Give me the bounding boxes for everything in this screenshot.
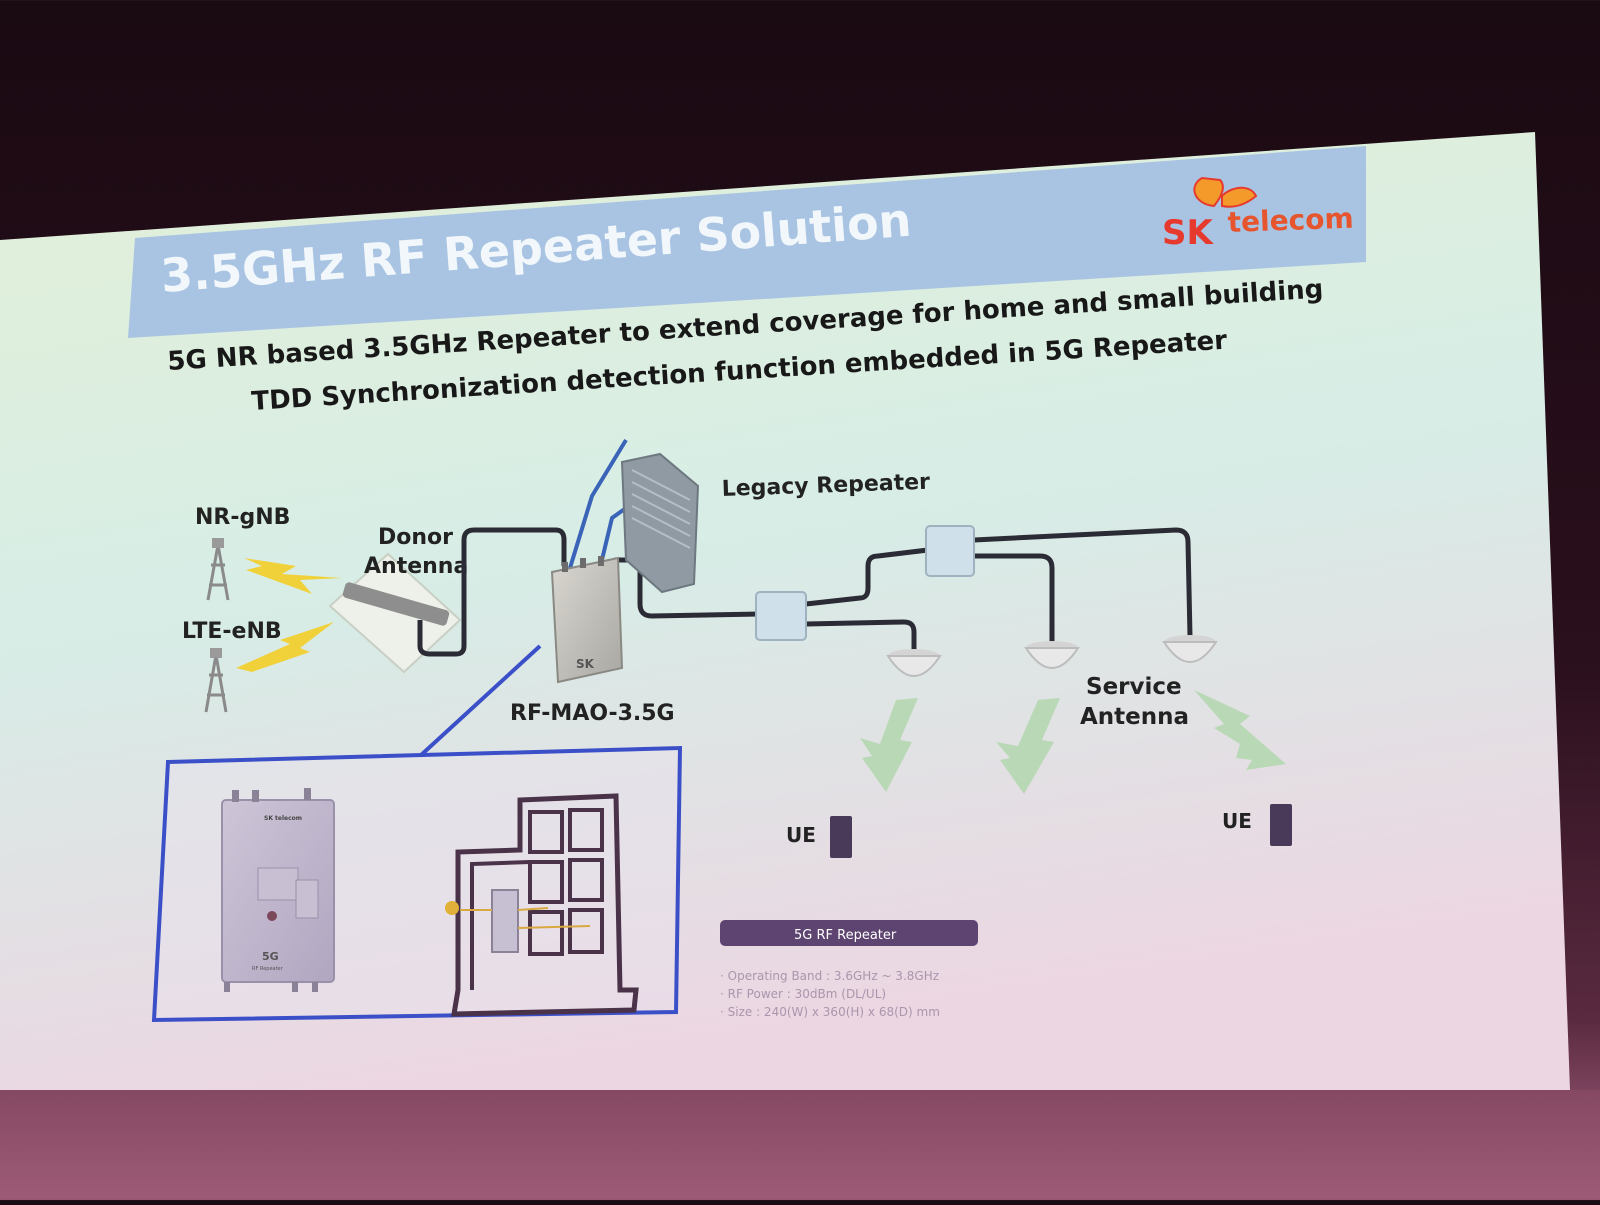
- service-antenna-1-icon: [886, 649, 942, 677]
- inset-device-icon: SK telecom 5G RF Repeater: [221, 788, 335, 992]
- inset-device-badge-sub: RF Repeater: [252, 966, 284, 972]
- cable-rfmao-to-legacy-1: [568, 438, 628, 569]
- rf-mao-device-logo: SK: [576, 657, 595, 671]
- cable-splitter1-to-antenna1: [805, 619, 917, 650]
- cable-splitter1-to-splitter2: [805, 547, 929, 607]
- cable-splitter2-to-antenna2: [974, 553, 1055, 642]
- donor-antenna-label-line-1: Donor: [378, 525, 453, 550]
- inset-device-logo: SK telecom: [264, 815, 302, 822]
- lte-enb-label: LTE-eNB: [182, 619, 282, 644]
- nr-gnb-label: NR-gNB: [195, 505, 290, 530]
- cable-splitter2-to-antenna3: [973, 527, 1193, 637]
- nr-gnb-tower-icon: [206, 538, 230, 601]
- service-antenna-2-icon: [1024, 641, 1080, 669]
- signal-3-icon: [1194, 690, 1286, 770]
- callout-line: [418, 644, 542, 758]
- logo-butterfly-icon: [1193, 176, 1258, 208]
- splitter-2-icon: [925, 525, 975, 577]
- lte-enb-tower-icon: [204, 648, 228, 713]
- service-antenna-label-line-2: Antenna: [1080, 704, 1189, 730]
- inset-device-badge: 5G: [262, 950, 279, 963]
- cable-donor-to-rfmao: [417, 527, 567, 657]
- service-antenna-3-icon: [1162, 635, 1218, 663]
- spec-line-3: · Size : 240(W) x 360(H) x 68(D) mm: [720, 1005, 940, 1019]
- donor-antenna-label-line-2: Antenna: [364, 554, 468, 579]
- spec-line-2: · RF Power : 30dBm (DL/UL): [720, 987, 886, 1001]
- logo-brand: SK: [1162, 213, 1214, 253]
- spec-box-header: [720, 920, 978, 946]
- lightning-nr-icon: [244, 558, 342, 594]
- service-antenna-label-line-1: Service: [1086, 674, 1182, 700]
- ue-right-label: UE: [1222, 809, 1252, 833]
- cables: [417, 438, 1193, 657]
- lightning-lte-icon: [236, 622, 334, 672]
- signal-2-icon: [996, 698, 1060, 794]
- logo-word: telecom: [1227, 202, 1354, 239]
- rf-mao-device-icon: SK: [550, 556, 624, 684]
- donor-antenna-icon: [328, 552, 462, 674]
- ue-left-label: UE: [786, 823, 816, 847]
- spec-line-1: · Operating Band : 3.6GHz ~ 3.8GHz: [720, 969, 939, 983]
- sk-telecom-logo: SK telecom: [1162, 176, 1354, 253]
- stage-glow: [0, 1090, 1600, 1200]
- ue-left-phone-icon: [830, 816, 852, 858]
- signal-1-icon: [860, 698, 918, 792]
- splitter-1-icon: [755, 591, 807, 641]
- rf-mao-label: RF-MAO-3.5G: [510, 701, 675, 726]
- ue-right-phone-icon: [1270, 804, 1292, 846]
- spec-box-title: 5G RF Repeater: [794, 928, 897, 943]
- legacy-repeater-device-icon: [620, 452, 700, 594]
- inset-building-icon: [445, 793, 639, 1017]
- title-band: [128, 146, 1366, 338]
